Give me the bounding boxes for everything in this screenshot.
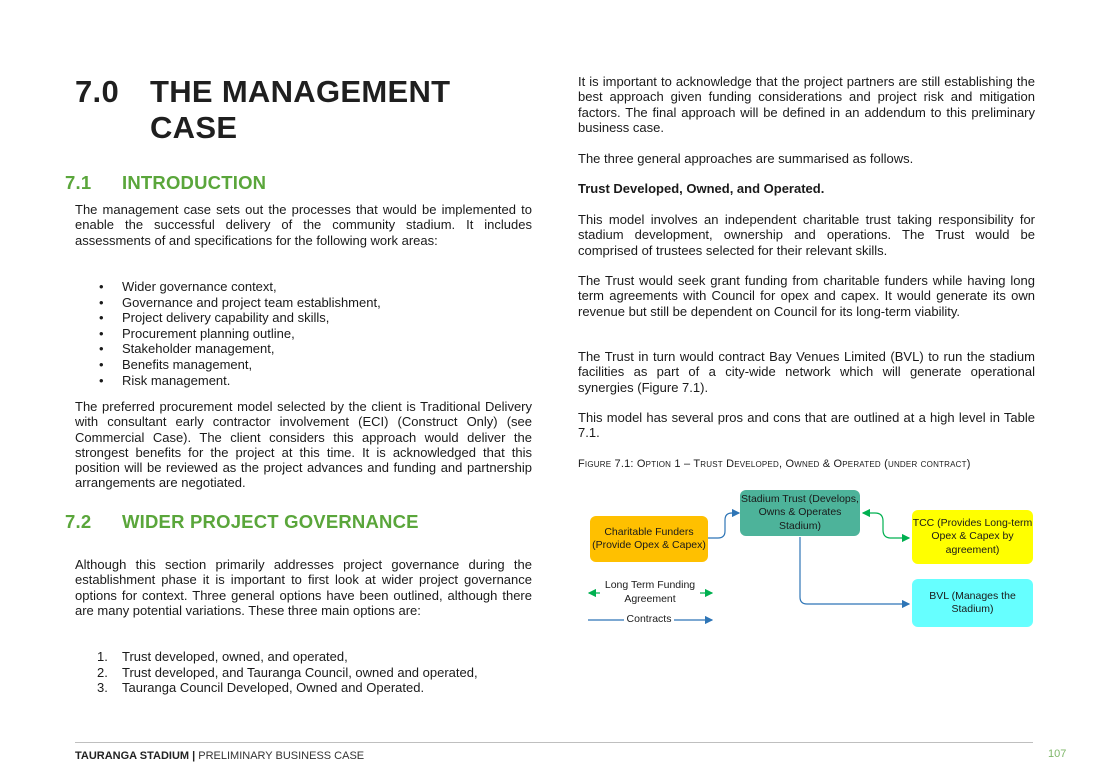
list-item: Risk management. <box>75 373 532 389</box>
main-heading-number: 7.0 <box>75 74 119 109</box>
summary-paragraph: The three general approaches are summari… <box>578 151 914 166</box>
connector-trust-tcc <box>861 508 911 543</box>
list-item: Wider governance context, <box>75 279 532 295</box>
governance-diagram: Stadium Trust (Develops, Owns & Operates… <box>578 480 1038 640</box>
option-subheading: Trust Developed, Owned, and Operated. <box>578 181 825 196</box>
main-heading: 7.0 THE MANAGEMENT CASE <box>75 74 495 146</box>
node-stadium-trust: Stadium Trust (Develops, Owns & Operates… <box>740 490 860 536</box>
list-item: Procurement planning outline, <box>75 326 532 342</box>
procurement-paragraph: The preferred procurement model selected… <box>75 399 532 491</box>
connector-funders-to-trust <box>705 508 741 539</box>
figure-caption: Figure 7.1: Option 1 – Trust Developed, … <box>578 458 971 470</box>
connector-trust-to-bvl <box>799 537 911 609</box>
funding-paragraph: The Trust would seek grant funding from … <box>578 273 1035 319</box>
legend-long-term-label: Long Term Funding Agreement <box>600 579 700 606</box>
list-item: Benefits management, <box>75 357 532 373</box>
footer-title: TAURANGA STADIUM | PRELIMINARY BUSINESS … <box>75 750 365 762</box>
options-list: 1.Trust developed, owned, and operated, … <box>75 649 532 696</box>
node-bvl: BVL (Manages the Stadium) <box>912 579 1033 627</box>
list-item: 1.Trust developed, owned, and operated, <box>97 649 348 664</box>
node-charitable-funders: Charitable Funders (Provide Opex & Capex… <box>590 516 708 562</box>
bvl-paragraph: The Trust in turn would contract Bay Ven… <box>578 349 1035 395</box>
trust-model-paragraph: This model involves an independent chari… <box>578 212 1035 258</box>
list-item: Governance and project team establishmen… <box>75 295 532 311</box>
list-item: Stakeholder management, <box>75 341 532 357</box>
pros-cons-paragraph: This model has several pros and cons tha… <box>578 410 1035 441</box>
list-item: 3.Tauranga Council Developed, Owned and … <box>97 680 425 696</box>
governance-paragraph: Although this section primarily addresse… <box>75 557 532 618</box>
list-item: 2.Trust developed, and Tauranga Council,… <box>97 664 478 680</box>
legend-contracts-label: Contracts <box>624 613 674 627</box>
approach-paragraph: It is important to acknowledge that the … <box>578 74 1035 135</box>
node-tcc: TCC (Provides Long-term Opex & Capex by … <box>912 510 1033 564</box>
work-areas-list: Wider governance context, Governance and… <box>75 279 532 388</box>
main-heading-line2: CASE <box>150 110 238 145</box>
list-item: Project delivery capability and skills, <box>75 310 532 326</box>
main-heading-line1: THE MANAGEMENT <box>150 74 451 109</box>
page-number: 107 <box>1048 748 1067 760</box>
footer-divider <box>75 742 1033 743</box>
intro-paragraph: The management case sets out the process… <box>75 202 532 248</box>
